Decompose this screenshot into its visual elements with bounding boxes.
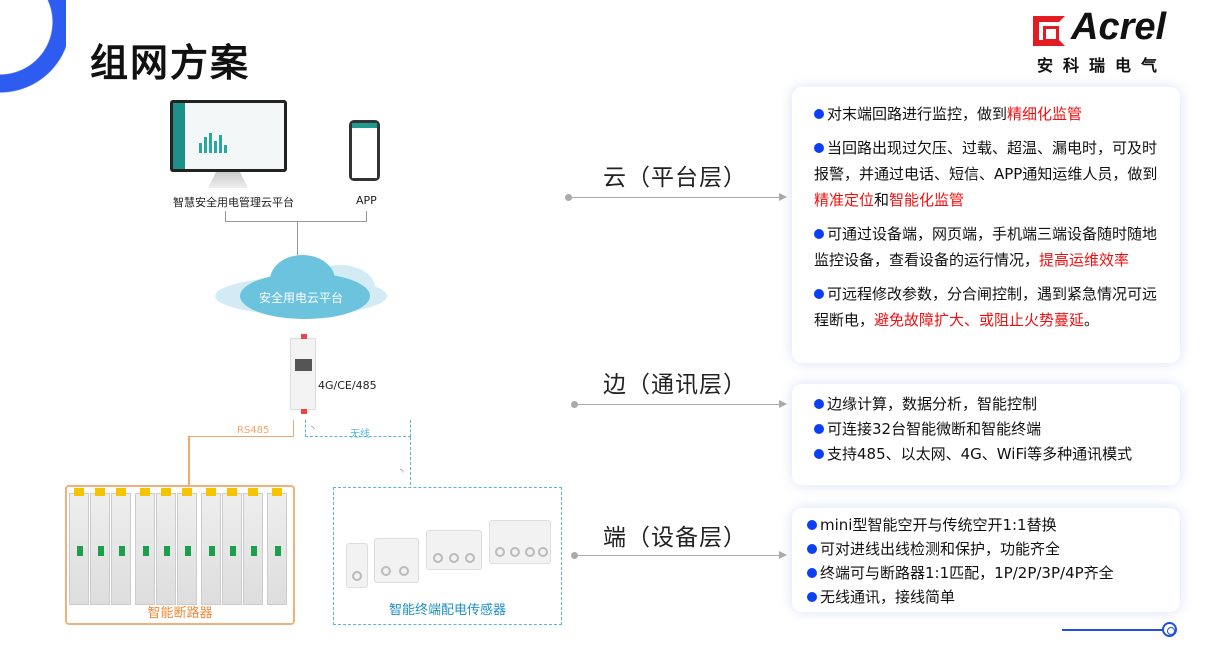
layer-edge-label: 边（通讯层） xyxy=(603,372,747,398)
gateway-device xyxy=(290,334,316,414)
wireless-label: 无线 xyxy=(350,429,370,440)
arrow-connector xyxy=(571,400,787,408)
layer-cloud-label: 云（平台层） xyxy=(603,165,747,191)
decorative-ring xyxy=(0,0,66,96)
bullet-icon xyxy=(814,289,824,299)
wireless-line xyxy=(305,420,411,437)
wireless-line xyxy=(410,437,411,485)
bullet-icon xyxy=(814,449,824,459)
cloud-platform: 安全用电云平台 xyxy=(215,255,387,319)
bullet-item: mini型智能空开与传统空开1:1替换 xyxy=(807,513,1162,537)
bullet-item: 可远程修改参数，分合闸控制，遇到紧急情况可远程断电，避免故障扩大、或阻止火势蔓延… xyxy=(814,285,1158,329)
connector xyxy=(366,211,367,221)
sensor-label: 智能终端配电传感器 xyxy=(388,603,506,618)
logo-cn: 安科瑞电气 xyxy=(1037,56,1168,75)
bullet-item: 可连接32台智能微断和智能终端 xyxy=(814,417,1162,442)
connector xyxy=(225,211,226,221)
platform-label: 智慧安全用电管理云平台 xyxy=(173,196,294,209)
bullet-icon xyxy=(814,229,824,239)
smart-breaker-box: 智能断路器 xyxy=(65,485,295,625)
phone-image xyxy=(349,120,380,181)
bullet-icon xyxy=(814,399,824,409)
bullet-item: 边缘计算，数据分析，智能控制 xyxy=(814,392,1162,417)
arrow-connector xyxy=(571,551,787,559)
bullet-item: 可通过设备端，网页端，手机端三端设备随时随地监控设备，查看设备的运行情况，提高运… xyxy=(814,225,1158,269)
monitor-image xyxy=(170,100,287,172)
device-layer-card: mini型智能空开与传统空开1:1替换 可对进线出线检测和保护，功能齐全 终端可… xyxy=(792,508,1180,612)
edge-layer-card: 边缘计算，数据分析，智能控制 可连接32台智能微断和智能终端 支持485、以太网… xyxy=(792,384,1180,485)
bullet-icon xyxy=(807,544,817,554)
smart-sensor-box: 智能终端配电传感器 xyxy=(333,487,562,625)
bullet-item: 终端可与断路器1:1匹配，1P/2P/3P/4P齐全 xyxy=(807,561,1162,585)
monitor-stand xyxy=(208,172,248,188)
rs485-line xyxy=(188,437,190,485)
decorative-line xyxy=(1062,629,1162,631)
app-label: APP xyxy=(356,194,377,207)
cloud-layer-card: 对末端回路进行监控，做到精细化监管 当回路出现过欠压、过载、超温、漏电时，可及时… xyxy=(792,87,1180,363)
bullet-item: 支持485、以太网、4G、WiFi等多种通讯模式 xyxy=(814,442,1162,467)
wifi-icon: ◝ xyxy=(400,468,404,478)
logo-mark-icon xyxy=(1033,16,1065,46)
connector xyxy=(297,221,298,255)
layer-device-label: 端（设备层） xyxy=(603,525,747,551)
page-title: 组网方案 xyxy=(90,41,251,85)
bullet-item: 当回路出现过欠压、过载、超温、漏电时，可及时报警，并通过电话、短信、APP通知运… xyxy=(814,139,1158,209)
bullet-icon xyxy=(814,143,824,153)
rs485-label: RS485 xyxy=(237,425,270,436)
bullet-icon xyxy=(807,592,817,602)
gateway-label: 4G/CE/485 xyxy=(318,379,377,392)
target-circle-icon xyxy=(1162,622,1177,637)
cloud-label: 安全用电云平台 xyxy=(258,291,343,305)
breaker-label: 智能断路器 xyxy=(147,606,213,621)
bullet-item: 可对进线出线检测和保护，功能齐全 xyxy=(807,537,1162,561)
bullet-icon xyxy=(814,424,824,434)
acrel-logo: Acrel 安科瑞电气 xyxy=(1033,6,1183,75)
arrow-connector xyxy=(565,193,787,201)
bullet-icon xyxy=(814,109,824,119)
bullet-icon xyxy=(807,568,817,578)
bullet-item: 无线通讯，接线简单 xyxy=(807,585,1162,609)
bullet-item: 对末端回路进行监控，做到精细化监管 xyxy=(814,101,1162,127)
bullet-icon xyxy=(807,520,817,530)
wifi-icon: ◝ xyxy=(311,425,315,435)
logo-word: Acrel xyxy=(1071,6,1167,48)
connector xyxy=(225,221,367,222)
rs485-line xyxy=(188,420,294,437)
